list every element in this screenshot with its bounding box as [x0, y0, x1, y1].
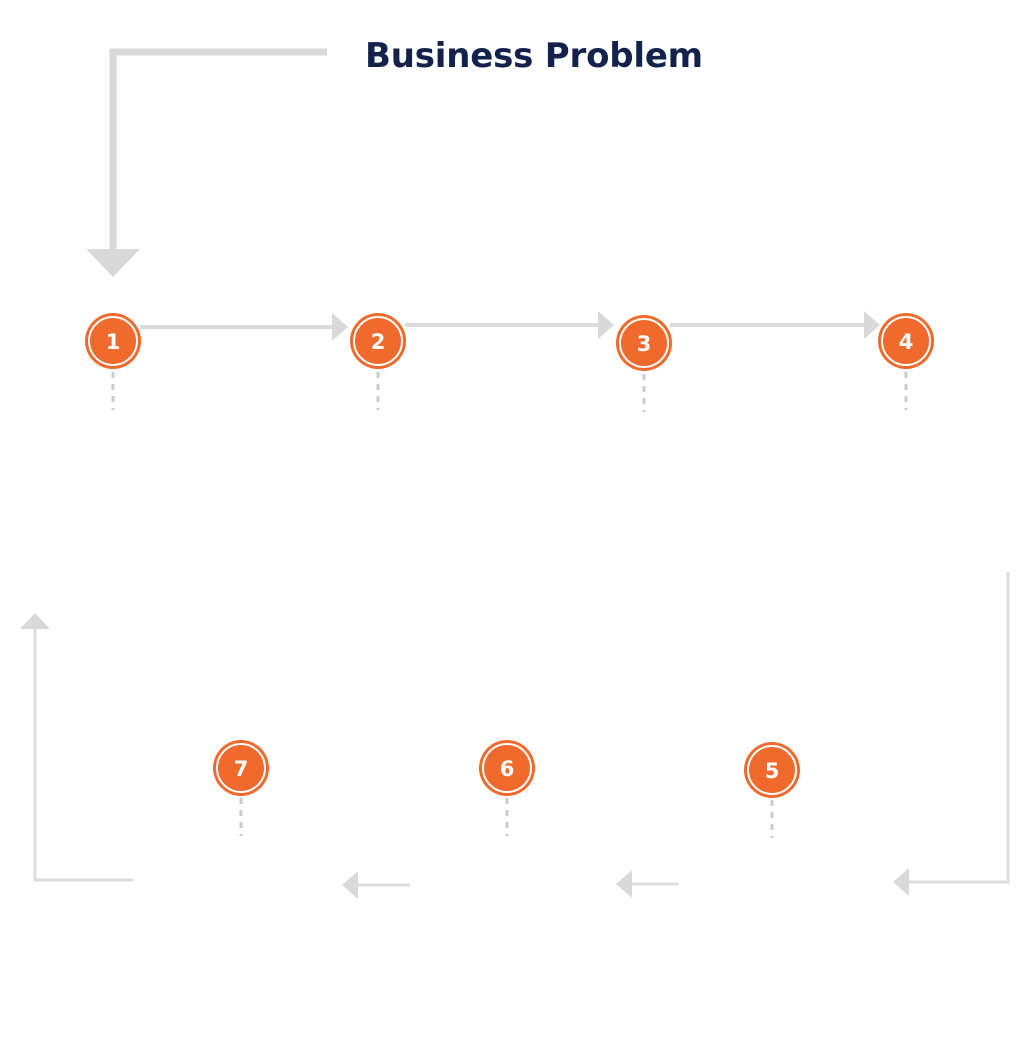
entry-arrow [86, 48, 327, 277]
step-marker-1: 1 [85, 313, 141, 369]
diagram-title: Business Problem [365, 36, 703, 76]
exit-arrow [20, 613, 133, 882]
step-marker-2: 2 [350, 313, 406, 369]
step-marker-6: 6 [479, 740, 535, 796]
step-number-1: 1 [106, 330, 121, 354]
step-marker-3: 3 [616, 315, 672, 371]
step-number-6: 6 [500, 757, 515, 781]
arrow-step1-to-step2 [140, 313, 348, 341]
arrow-step4-to-step5 [893, 572, 1010, 896]
arrow-step3-to-step4 [670, 311, 880, 339]
step-number-2: 2 [371, 330, 386, 354]
arrow-step6-to-step7 [342, 871, 410, 899]
step-number-3: 3 [637, 332, 652, 356]
step-number-5: 5 [765, 759, 780, 783]
arrow-step2-to-step3 [405, 311, 614, 339]
step-number-7: 7 [234, 757, 249, 781]
arrow-step5-to-step6 [616, 870, 679, 898]
step-number-4: 4 [899, 330, 914, 354]
step-marker-7: 7 [213, 740, 269, 796]
step-marker-4: 4 [878, 313, 934, 369]
step-marker-5: 5 [744, 742, 800, 798]
